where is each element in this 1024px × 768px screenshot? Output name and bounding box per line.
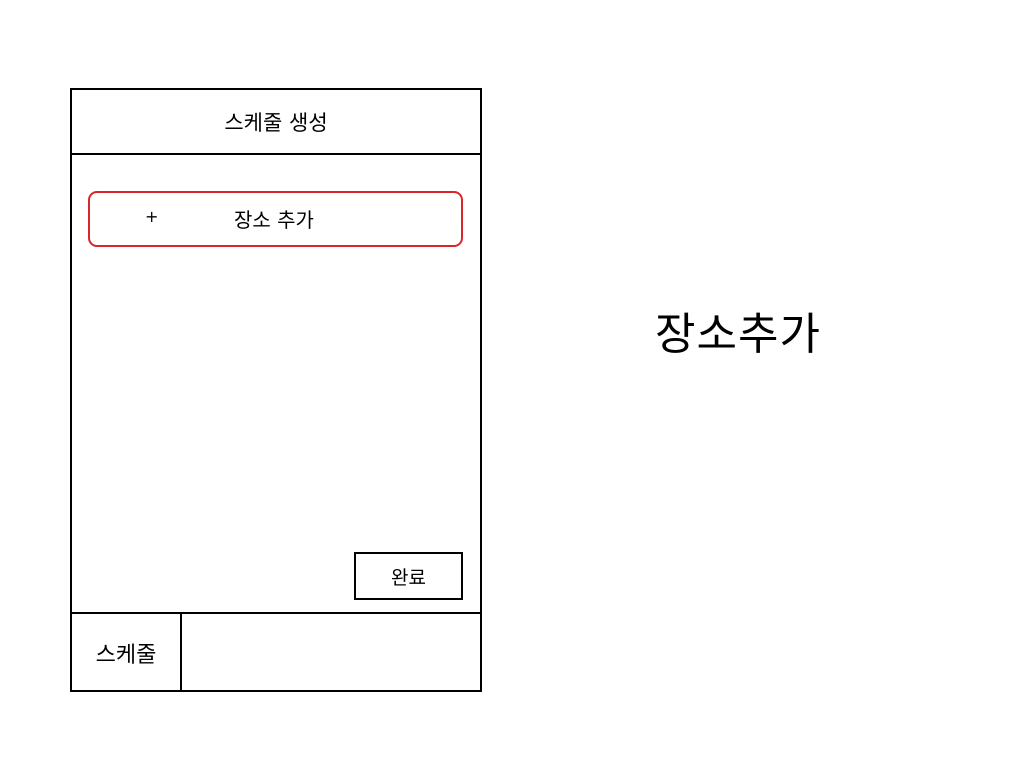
add-place-label: 장소 추가 [234,208,314,232]
tab-schedule-label: 스케줄 [95,643,157,668]
plus-icon: + [145,207,159,226]
phone-frame: 스케줄 생성 + 장소 추가 완료 스케줄 [70,88,482,692]
screen-header: 스케줄 생성 [72,90,480,155]
bottom-nav: 스케줄 [72,612,480,692]
add-place-button[interactable]: + 장소 추가 [88,191,463,247]
done-button[interactable]: 완료 [354,552,463,600]
screen-title: 스케줄 생성 [224,110,328,135]
tab-schedule[interactable]: 스케줄 [72,614,182,692]
wireframe-caption: 장소추가 [655,309,821,360]
done-button-label: 완료 [391,566,426,589]
tab-empty[interactable] [182,614,480,692]
